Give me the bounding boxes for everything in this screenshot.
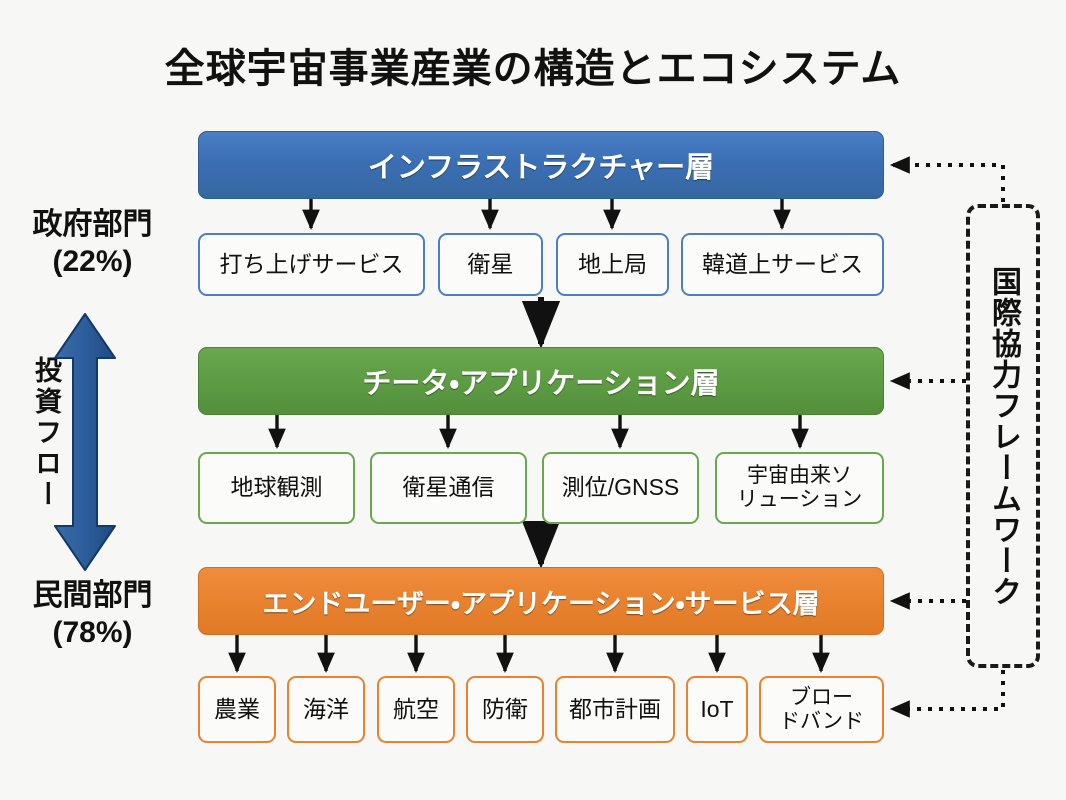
connector-group-infra-children <box>302 199 791 231</box>
investment-flow-label: 投資フロー <box>31 356 61 511</box>
sector-label-private: 民間部門 (78%) <box>0 578 185 651</box>
layer-bar-data-application[interactable]: チータ・アプリケーション層 <box>198 347 884 415</box>
framework-label[interactable]: 国際協力フレームワーク <box>987 265 1020 607</box>
sector-private-share: (78%) <box>52 615 133 649</box>
chip-aviation[interactable]: 航空 <box>377 676 455 743</box>
chip-urban-planning[interactable]: 都市計画 <box>555 676 675 743</box>
connector-framework-to-infra <box>889 156 1005 202</box>
sector-government-share: (22%) <box>52 244 133 278</box>
chip-defense[interactable]: 防衛 <box>466 676 544 743</box>
page-title: 全球宇宙事業産業の構造とエコシステム <box>164 47 902 91</box>
double-headed-arrow-icon <box>54 313 116 571</box>
connector-framework-to-broadband <box>889 670 1005 718</box>
chip-launch-services[interactable]: 打ち上げサービス <box>198 233 425 296</box>
chip-earth-observation[interactable]: 地球観測 <box>198 452 355 524</box>
chip-space-derived-solutions[interactable]: 宇宙由来ソリューション <box>715 452 884 524</box>
connector-group-enduser-children <box>228 635 830 674</box>
chip-agriculture[interactable]: 農業 <box>198 676 276 743</box>
framework-dashed-box <box>966 204 1040 668</box>
chip-on-orbit-services[interactable]: 韓道上サービス <box>681 233 884 296</box>
connector-group-data-children <box>268 415 809 450</box>
chip-positioning-gnss[interactable]: 測位/GNSS <box>542 452 699 524</box>
chip-iot[interactable]: IoT <box>686 676 748 743</box>
sector-government-name: 政府部門 <box>32 208 153 241</box>
sector-label-government: 政府部門 (22%) <box>0 207 185 280</box>
chip-satellite-communication[interactable]: 衛星通信 <box>370 452 527 524</box>
layer-bar-end-user[interactable]: エンドユーザー・アプリケーション・サービス層 <box>198 567 884 635</box>
chip-broadband[interactable]: ブロードバンド <box>759 676 884 743</box>
layer-bar-infrastructure[interactable]: インフラストラクチャー層 <box>198 131 884 199</box>
chip-satellite[interactable]: 衛星 <box>438 233 543 296</box>
sector-private-name: 民間部門 <box>32 579 153 612</box>
chip-ocean[interactable]: 海洋 <box>287 676 365 743</box>
chip-ground-station[interactable]: 地上局 <box>556 233 669 296</box>
